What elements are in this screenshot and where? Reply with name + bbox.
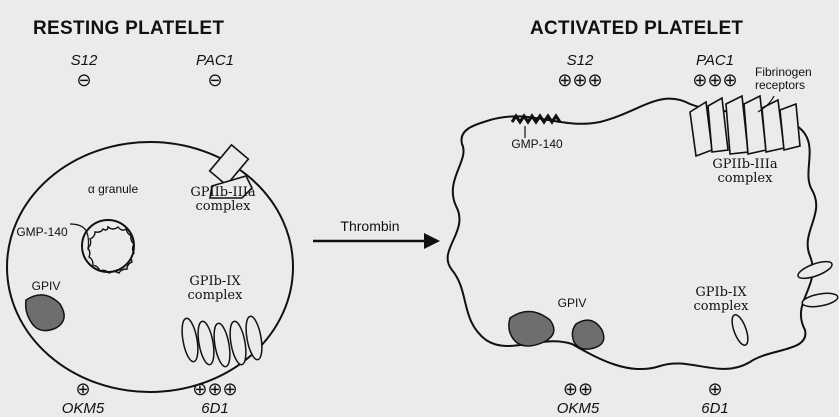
resting-gp2b3a-label: GPIIb-IIIa complex	[178, 186, 268, 214]
activated-gp2b3a-line1: GPIIb-IIIa	[712, 157, 777, 172]
activated-gpib-ix-line1: GPIb-IX	[695, 285, 746, 300]
activated-gp2b3a-label: GPIIb-IIIa complex	[700, 158, 790, 186]
thrombin-label: Thrombin	[330, 220, 410, 233]
activated-gpib-ix-line2: complex	[694, 299, 749, 314]
fibrinogen-receptors-label: Fibrinogen receptors	[755, 66, 835, 92]
resting-gpib-ix-line1: GPIb-IX	[189, 274, 240, 289]
resting-gp2b3a-line2: complex	[196, 199, 251, 214]
activated-gp2b3a-line2: complex	[718, 171, 773, 186]
resting-gpiv-icon	[26, 295, 64, 331]
alpha-granule-icon	[82, 220, 134, 273]
activated-gp2b3a-icon	[690, 96, 800, 156]
resting-gp2b3a-line1: GPIIb-IIIa	[190, 185, 255, 200]
activated-gmp140-label: GMP-140	[502, 138, 572, 151]
thrombin-arrow	[313, 233, 440, 249]
resting-gmp140-label: GMP-140	[7, 226, 77, 239]
resting-gpiv-label: GPIV	[26, 280, 66, 293]
activated-gpiv-label: GPIV	[552, 297, 592, 310]
activated-gpiv-icon-1	[509, 311, 554, 346]
fibrinogen-line1: Fibrinogen	[755, 65, 812, 79]
resting-platelet-membrane	[7, 142, 293, 392]
activated-gpiv-icon-2	[572, 320, 603, 349]
activated-gpib-ix-label: GPIb-IX complex	[686, 286, 756, 314]
resting-gpib-ix-icon	[179, 315, 264, 368]
resting-gpib-ix-label: GPIb-IX complex	[180, 275, 250, 303]
resting-gpib-ix-line2: complex	[188, 288, 243, 303]
fibrinogen-line2: receptors	[755, 78, 805, 92]
alpha-granule-label: α granule	[78, 183, 148, 196]
